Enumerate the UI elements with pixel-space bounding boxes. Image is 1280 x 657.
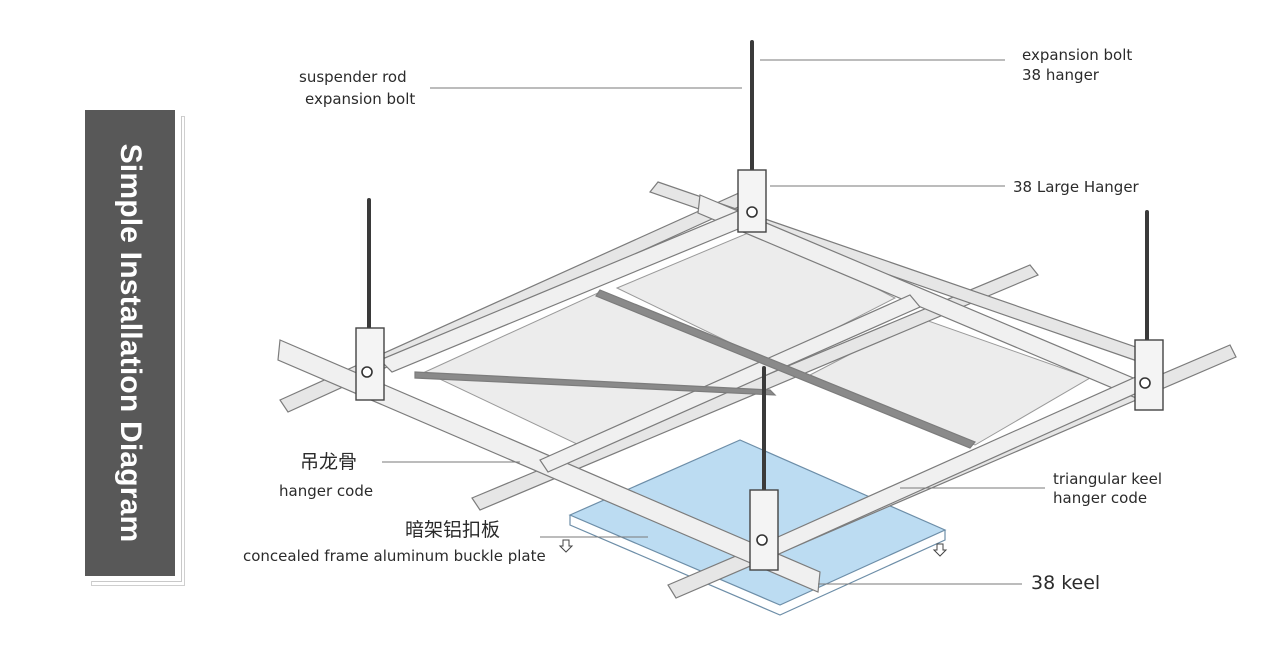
leader-lines [382,59,1045,585]
label-expansion-bolt-left: expansion bolt [305,90,416,108]
label-hanger-keel-cn: 吊龙骨 [300,451,358,473]
keel-divider-1 [414,371,777,396]
label-plate-cn: 暗架铝扣板 [405,519,501,541]
ceiling-panels [423,227,1092,456]
label-plate-en: concealed frame aluminum buckle plate [243,547,546,565]
plate-arrows [558,539,948,557]
label-suspender-rod: suspender rod [299,68,407,86]
hangers [355,169,1164,571]
hanger-right [1134,339,1164,411]
suspender-rods [367,40,1149,497]
label-expansion-bolt-top: expansion bolt [1022,46,1133,64]
hanger-top [737,169,767,233]
hanger-center [749,489,779,571]
keel-divider-2 [595,289,976,449]
hanger-bolts [361,206,1151,546]
title-panel: Simple Installation Diagram [85,110,185,586]
label-triangular-hanger-code: hanger code [1053,489,1148,507]
keel-front [471,264,1039,511]
label-triangular-keel: triangular keel [1053,470,1163,488]
triangular-keels [277,194,1151,593]
ceiling-panel-top [615,227,897,363]
triangular-keel-middle [539,294,921,473]
hanger-left [355,327,385,401]
label-38-keel: 38 keel [1031,572,1101,594]
label-hanger-code: hanger code [279,482,374,500]
label-38-hanger: 38 hanger [1022,66,1099,84]
label-38-large-hanger: 38 Large Hanger [1013,178,1139,196]
